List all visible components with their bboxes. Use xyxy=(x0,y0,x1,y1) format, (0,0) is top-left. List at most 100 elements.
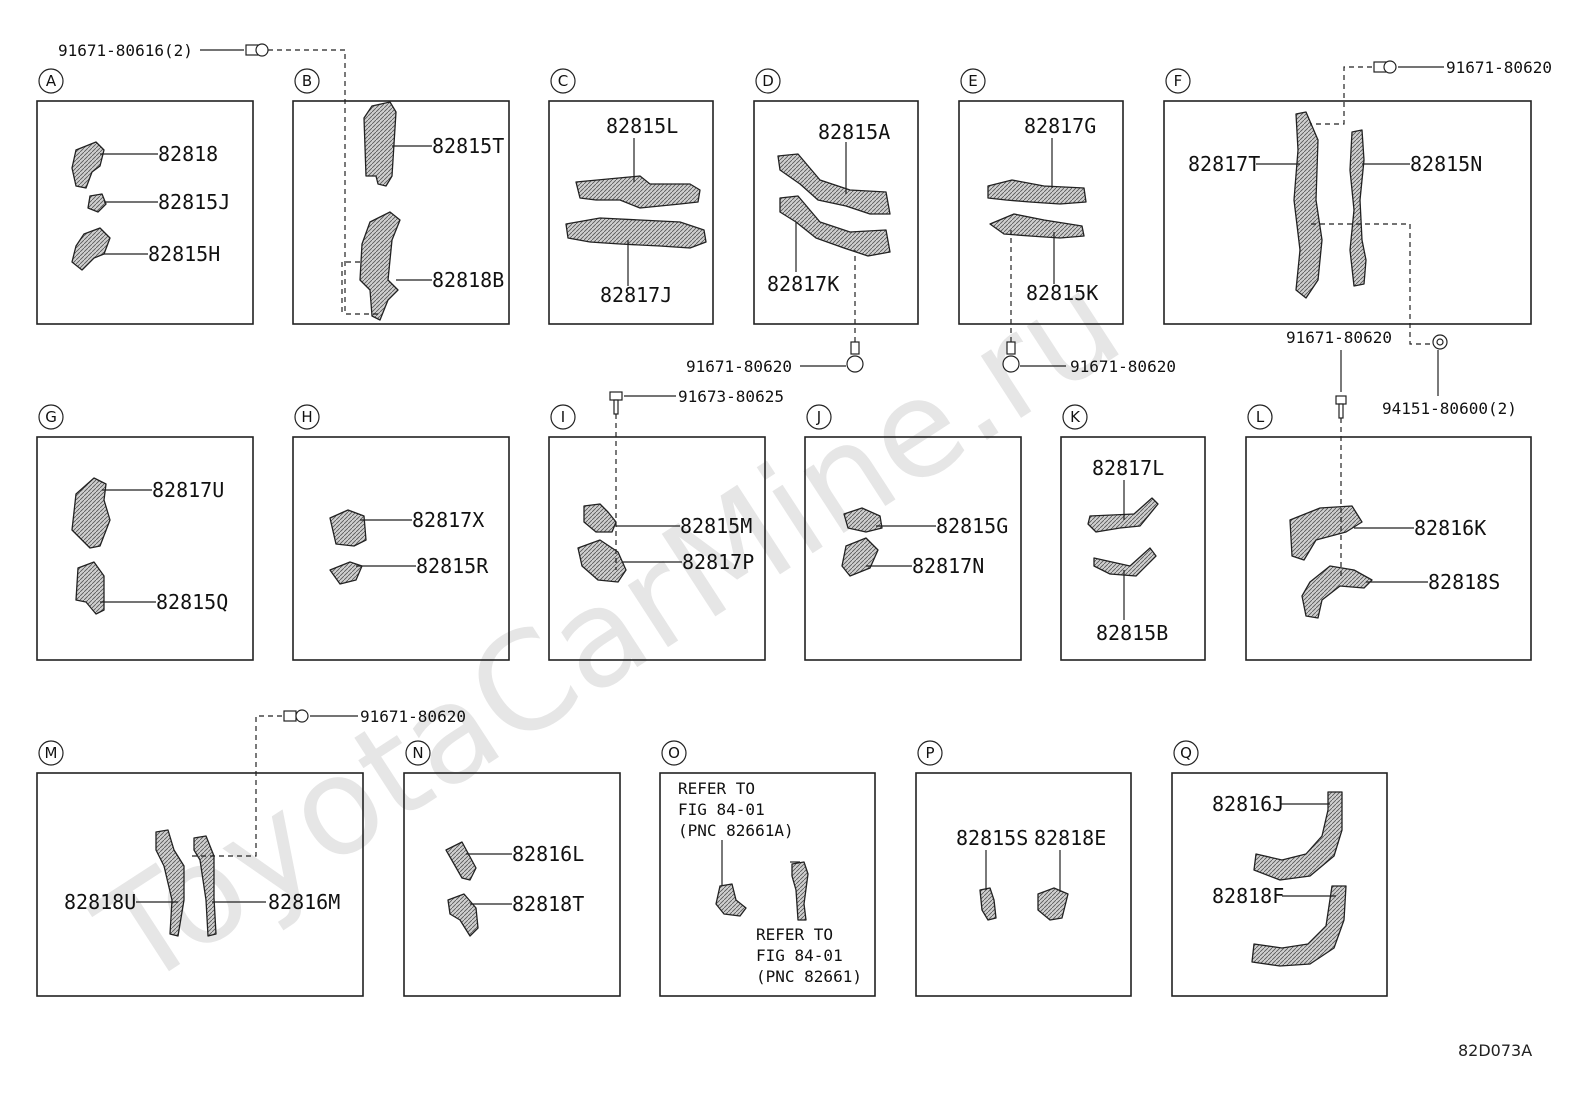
panel-p-circle xyxy=(917,740,943,766)
part-82815k-shape xyxy=(989,213,1085,239)
panel-h-circle xyxy=(294,404,320,430)
part-82661-shape xyxy=(791,861,809,921)
bolt-91671-80620-d-icon xyxy=(846,341,864,373)
label-82817p: 82817P xyxy=(682,550,754,574)
label-82817g: 82817G xyxy=(1024,114,1096,138)
panel-l-circle xyxy=(1247,404,1273,430)
label-94151-80600: 94151-80600(2) xyxy=(1382,399,1517,418)
panel-d-letter: D xyxy=(762,72,774,90)
part-82815a-shape xyxy=(777,153,891,215)
panel-o-box xyxy=(659,772,876,997)
label-82818t: 82818T xyxy=(512,892,584,916)
panel-f-box xyxy=(1163,100,1532,325)
panel-c-letter: C xyxy=(558,72,568,90)
refer-to-b-line1: REFER TO xyxy=(756,925,833,944)
label-82818u: 82818U xyxy=(64,890,136,914)
dash-91671-80616 xyxy=(268,49,378,315)
panel-c-box xyxy=(548,100,714,325)
panel-q-letter: Q xyxy=(1180,744,1192,762)
part-82817u-shape xyxy=(71,477,111,549)
label-91671-80620-e: 91671-80620 xyxy=(1070,357,1176,376)
part-82815h-shape xyxy=(71,227,111,271)
panel-h-letter: H xyxy=(301,408,312,426)
label-91673-80625: 91673-80625 xyxy=(678,387,784,406)
label-91671-80620-f: 91671-80620 xyxy=(1446,58,1552,77)
panel-o-letter: O xyxy=(668,744,680,762)
part-82815s-shape xyxy=(979,887,997,921)
label-82817k: 82817K xyxy=(767,272,839,296)
label-82815q: 82815Q xyxy=(156,590,228,614)
label-82816j: 82816J xyxy=(1212,792,1284,816)
dash-94151-80600 xyxy=(1310,223,1430,345)
panel-n-box xyxy=(403,772,621,997)
refer-to-b-line2: FIG 84-01 xyxy=(756,946,843,965)
panel-n-letter: N xyxy=(412,744,423,762)
panel-e-circle xyxy=(960,68,986,94)
label-82815l: 82815L xyxy=(606,114,678,138)
panel-k-circle xyxy=(1062,404,1088,430)
label-91671-80620-m: 91671-80620 xyxy=(360,707,466,726)
panel-b-letter: B xyxy=(302,72,312,90)
part-82818s-shape xyxy=(1301,565,1373,619)
label-82816m: 82816M xyxy=(268,890,340,914)
clip-94151-80600-icon xyxy=(1432,334,1448,350)
panel-i-circle xyxy=(550,404,576,430)
panel-h-box xyxy=(292,436,510,661)
panel-b-circle xyxy=(294,68,320,94)
label-82817u: 82817U xyxy=(152,478,224,502)
bolt-91673-80625-icon xyxy=(609,391,623,415)
label-82818s: 82818S xyxy=(1428,570,1500,594)
label-82815h: 82815H xyxy=(148,242,220,266)
panel-f-circle xyxy=(1165,68,1191,94)
panel-p-letter: P xyxy=(925,744,934,762)
dash-82818b xyxy=(341,261,360,314)
label-91671-80620-l: 91671-80620 xyxy=(1286,328,1392,347)
part-82816j-shape xyxy=(1253,791,1343,881)
panel-k-letter: K xyxy=(1070,408,1081,426)
part-82815r-shape xyxy=(329,561,363,585)
panel-n-circle xyxy=(405,740,431,766)
panel-g-box xyxy=(36,436,254,661)
label-82815j: 82815J xyxy=(158,190,230,214)
part-82815n-shape xyxy=(1349,129,1367,287)
panel-d-circle xyxy=(755,68,781,94)
panel-a-circle xyxy=(38,68,64,94)
part-82817p-shape xyxy=(577,539,627,583)
panel-a-letter: A xyxy=(46,72,57,90)
refer-to-a-line2: FIG 84-01 xyxy=(678,800,765,819)
panel-m-circle xyxy=(38,740,64,766)
part-82815m-shape xyxy=(583,503,617,533)
part-82817t-shape xyxy=(1293,111,1323,299)
label-82815b: 82815B xyxy=(1096,621,1168,645)
part-82816l-shape xyxy=(445,841,477,881)
panel-d-box xyxy=(753,100,919,325)
panel-p-box xyxy=(915,772,1132,997)
bolt-91671-80620-e-icon xyxy=(1002,341,1020,373)
panel-o-circle xyxy=(661,740,687,766)
label-82815s: 82815S xyxy=(956,826,1028,850)
part-82818b-shape xyxy=(359,211,401,321)
panel-l-letter: L xyxy=(1256,408,1265,426)
panel-k-box xyxy=(1060,436,1206,661)
part-82815g-shape xyxy=(843,507,883,533)
panel-c-circle xyxy=(550,68,576,94)
label-82818: 82818 xyxy=(158,142,218,166)
part-82817l-shape xyxy=(1087,497,1159,533)
part-82818e-shape xyxy=(1037,887,1069,921)
panel-j-box xyxy=(804,436,1022,661)
refer-to-a-line3: (PNC 82661A) xyxy=(678,821,794,840)
part-82816m-shape xyxy=(193,835,217,937)
label-82817j: 82817J xyxy=(600,283,672,307)
label-82815t: 82815T xyxy=(432,134,504,158)
bolt-91671-80620-f-icon xyxy=(1373,60,1397,74)
panel-m-box xyxy=(36,772,364,997)
refer-to-b-line3: (PNC 82661) xyxy=(756,967,862,986)
part-82661a-shape xyxy=(715,883,747,917)
dash-91671-80620-f xyxy=(1310,66,1372,125)
panel-b-box xyxy=(292,100,510,325)
panel-e-letter: E xyxy=(968,72,977,90)
part-82817k-shape xyxy=(779,195,891,257)
part-82816k-shape xyxy=(1289,505,1363,561)
panel-g-letter: G xyxy=(45,408,57,426)
